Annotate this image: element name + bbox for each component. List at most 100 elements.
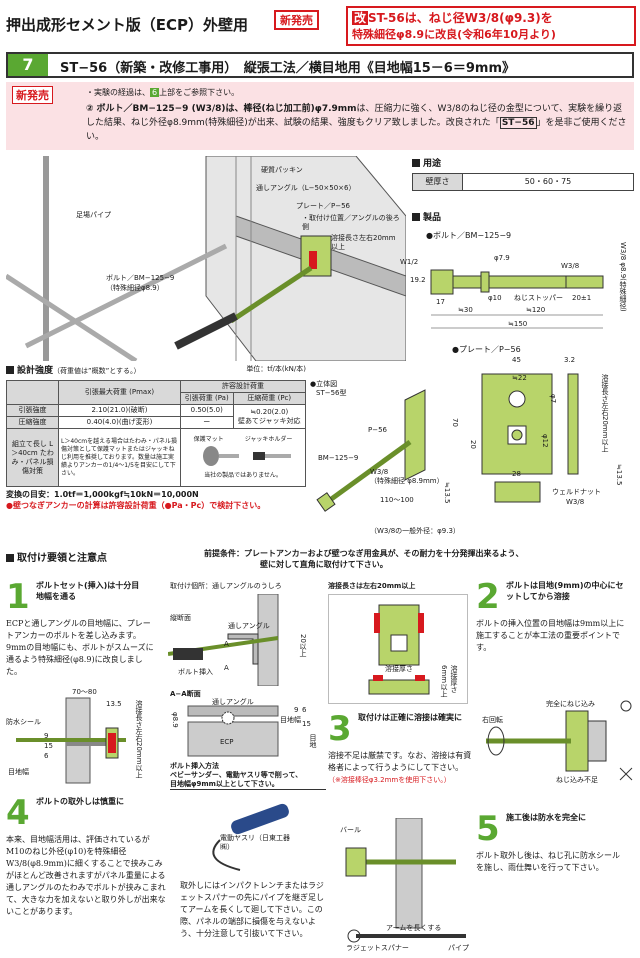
aa-note2: 目地幅φ9mm以上として下さい。 [170,780,326,790]
row-pc-cell: ≒0.20(2.0)壁あてジャッキ対応 [232,404,306,429]
mat-label: 保護マット [193,436,224,443]
bolt-label: ●ボルト／BM−125−9 [426,231,512,240]
row-compress-label: 圧縮強度 [6,416,59,429]
strength-section: 設計強度（荷重値は”概数”とする。） 単位：tf/本(kN/本) 引張最大荷重 … [6,365,306,511]
notice-line1: ST-56は、ねじ径W3/8(φ9.3)を [368,11,553,25]
step1-number: 1 [6,577,30,617]
iso-bm-label: BM−125−9 [318,454,359,462]
mid-a2: A [224,664,229,672]
col-pc: 圧縮荷重 (Pc) [232,392,306,405]
product-title-bar: 7 ST−56（新築・改修工事用） 縦張工法／横目地用《目地幅15－6＝9mm》 [6,52,634,78]
procedure-heading: 取付け要領と注意点 [17,553,107,564]
step4: 4 ボルトの取外しは慎重に 本来、目地幅活用は、評価されているがM10のねじ外径… [6,796,176,918]
step5: 5 施工後は防水を完全に ボルト取外し後は、ねじ孔に防水シールを施し、雨仕舞いを… [476,812,636,874]
wrench-drawing: バール アームを長くする ラジェットスパナー パイプ [336,817,476,954]
dim-20: 20±1 [572,294,592,302]
iso-length: 110〜100 [380,496,414,504]
label-weld-length: 溶接長さ左右20mm以上 [331,234,396,251]
dim-20p: 20 [469,440,477,449]
s1-joint: 目地幅 [8,768,29,776]
s1-dim-9: 9 [44,732,49,740]
weld-detail: 溶接厚さ 6mm以上 溶接厚さ [328,594,468,704]
dim-w38: W3/8 [561,262,580,270]
step1-drawing: 70〜80 13.5 防水シール 9 15 6 溶接長さ左右20mm以上 目地幅 [6,688,156,788]
premise-line1: 前提条件：プレートアンカーおよび壁つなぎ用金具が、その耐力を十分発揮出来るよう、 [204,549,524,558]
aa-section: 通しアングル 目地幅 φ8.9 ECP 9 6 15 目地 [168,698,318,760]
usage-table: 壁厚さ 50・60・75 [412,173,634,191]
row-compress-pa: ー [180,416,234,429]
aa-joint: 目地 [309,734,317,748]
step3-number: 3 [328,709,352,749]
usage-section: 用途 壁厚さ 50・60・75 [412,158,634,191]
usage-heading: 用途 [423,159,442,169]
dim-120: ≒120 [526,306,546,314]
row-tensile-label: 引張強度 [6,404,59,417]
step5-body: ボルト取外し後は、ねじ孔に防水シールを施し、雨仕舞いを行って下さい。 [476,851,620,872]
dim-22: ≒22 [512,374,527,382]
dim-w38-special: W3/8 φ8.9(特殊細径) [619,242,627,312]
usage-label: 壁厚さ [413,174,463,190]
dim-30: ≒30 [458,306,473,314]
step2-title: ボルトは目地(9mm)の中心にセットしてから溶接 [506,581,624,601]
step3-body: 溶接不足は厳禁です。なお、溶接は有資格者によって行うようにして下さい。 [328,751,472,772]
page-title: 押出成形セメント版（ECP）外壁用 [6,16,248,34]
plate-drawing: 45 3.2 ≒22 φ7 溶接長さ左右20mm以上 70 φ12 20 28 … [440,354,636,524]
iso-w-note: （特殊細径 φ8.9mm） [370,477,444,485]
aa-note: ボルト挿入方法 ベビーサンダー、電動ヤスリ等で削って、 目地幅φ9mm以上として… [170,762,326,790]
plate-label: ●プレート／P−56 [452,345,521,354]
dim-79: φ7.9 [494,254,510,262]
dim-135b: ≒13.5 [615,464,623,486]
conversion: 変換の目安：1.0tf＝1,000kgf≒10kN＝10,000N [6,490,199,499]
s1-dim-7080: 70〜80 [72,688,97,696]
notice-line2: 特殊細径φ8.9に改良(令和6年10月より) [352,28,556,41]
label-angle: 通しアングル（L−50×50×6） [256,184,356,192]
dim-192: 19.2 [410,276,426,284]
aa-9: 9 [294,706,299,714]
premise-line2: 壁に対して直角に取付けて下さい。 [260,560,388,569]
product-title: ST−56（新築・改修工事用） 縦張工法／横目地用《目地幅15－6＝9mm》 [60,61,515,76]
strength-heading: 設計強度 [17,366,54,376]
cond-text: L＞40cmを越える場合はたわみ・パネル損傷対策として保護マットまたはジャッキね… [58,428,181,487]
mid-a1: A [224,640,229,648]
strength-table: 引張最大荷重 (Pmax) 許容設計荷重 引張荷重 (Pa) 圧縮荷重 (Pc)… [6,380,306,487]
iso-w-label: W3/8 [370,468,389,476]
aa-title: A−A断面 [170,690,201,698]
product-number: 7 [8,54,48,76]
dim-stopper: ねじストッパー [514,294,563,302]
mid-insert: ボルト挿入 [178,668,213,676]
aa-dia: φ8.9 [171,712,179,728]
step1-body: ECPと通しアングルの目地幅に、プレートアンカーのボルトを差し込みます。9mmの… [6,619,154,676]
step4-body: 本来、目地幅活用は、評価されているがM10のねじ外径(φ10)を特殊細径W3/8… [6,835,166,916]
dim-w12: W1/2 [400,258,419,266]
step4-number: 4 [6,793,30,833]
label-bolt: ボルト／BM−125−9 [106,274,175,282]
tool-image: 電動ヤスリ（日東工器㈱） [180,800,330,880]
dim-150: ≒150 [508,320,528,328]
strength-note: （荷重値は”概数”とする。） [53,367,141,375]
step2: 2 ボルトは目地(9mm)の中心にセットしてから溶接 ボルトの挿入位置の目地幅は… [476,580,636,654]
weld-nut-label: ウェルドナット [552,488,601,496]
aa-6: 6 [302,706,307,714]
notes-item2: ② ボルト／BM−125−9 (W3/8)は、棒径(ねじ加工前)φ7.9mmは、… [86,104,627,142]
dim-7: φ7 [549,394,557,404]
iso-note: （W3/8の一般外径：φ9.3） [370,527,460,535]
aa-note-title: ボルト挿入方法 [170,762,219,770]
label-position: ・取付け位置／アングルの後ろ側 [302,214,400,231]
pipe-label: パイプ [448,944,469,952]
strength-unit: 単位：tf/本(kN/本) [246,365,306,373]
row-compress-max: 0.40(4.0)(曲げ変形) [58,416,181,429]
row-tensile-max: 2.10(21.0)(破断) [58,404,181,417]
dim-32: 3.2 [564,356,576,364]
weld-title: 溶接長さは左右20mm以上 [328,582,416,590]
label-bolt-dia: （特殊細径φ8.9） [106,284,164,292]
step2-number: 2 [476,577,500,617]
dim-10: φ10 [488,294,502,302]
ref-number: 6 [150,88,160,97]
label-packing: 硬質パッキン [261,166,303,174]
step2-rotate: 右回転 [482,716,503,724]
dim-12: φ12 [541,434,549,448]
dim-28: 28 [512,470,521,478]
